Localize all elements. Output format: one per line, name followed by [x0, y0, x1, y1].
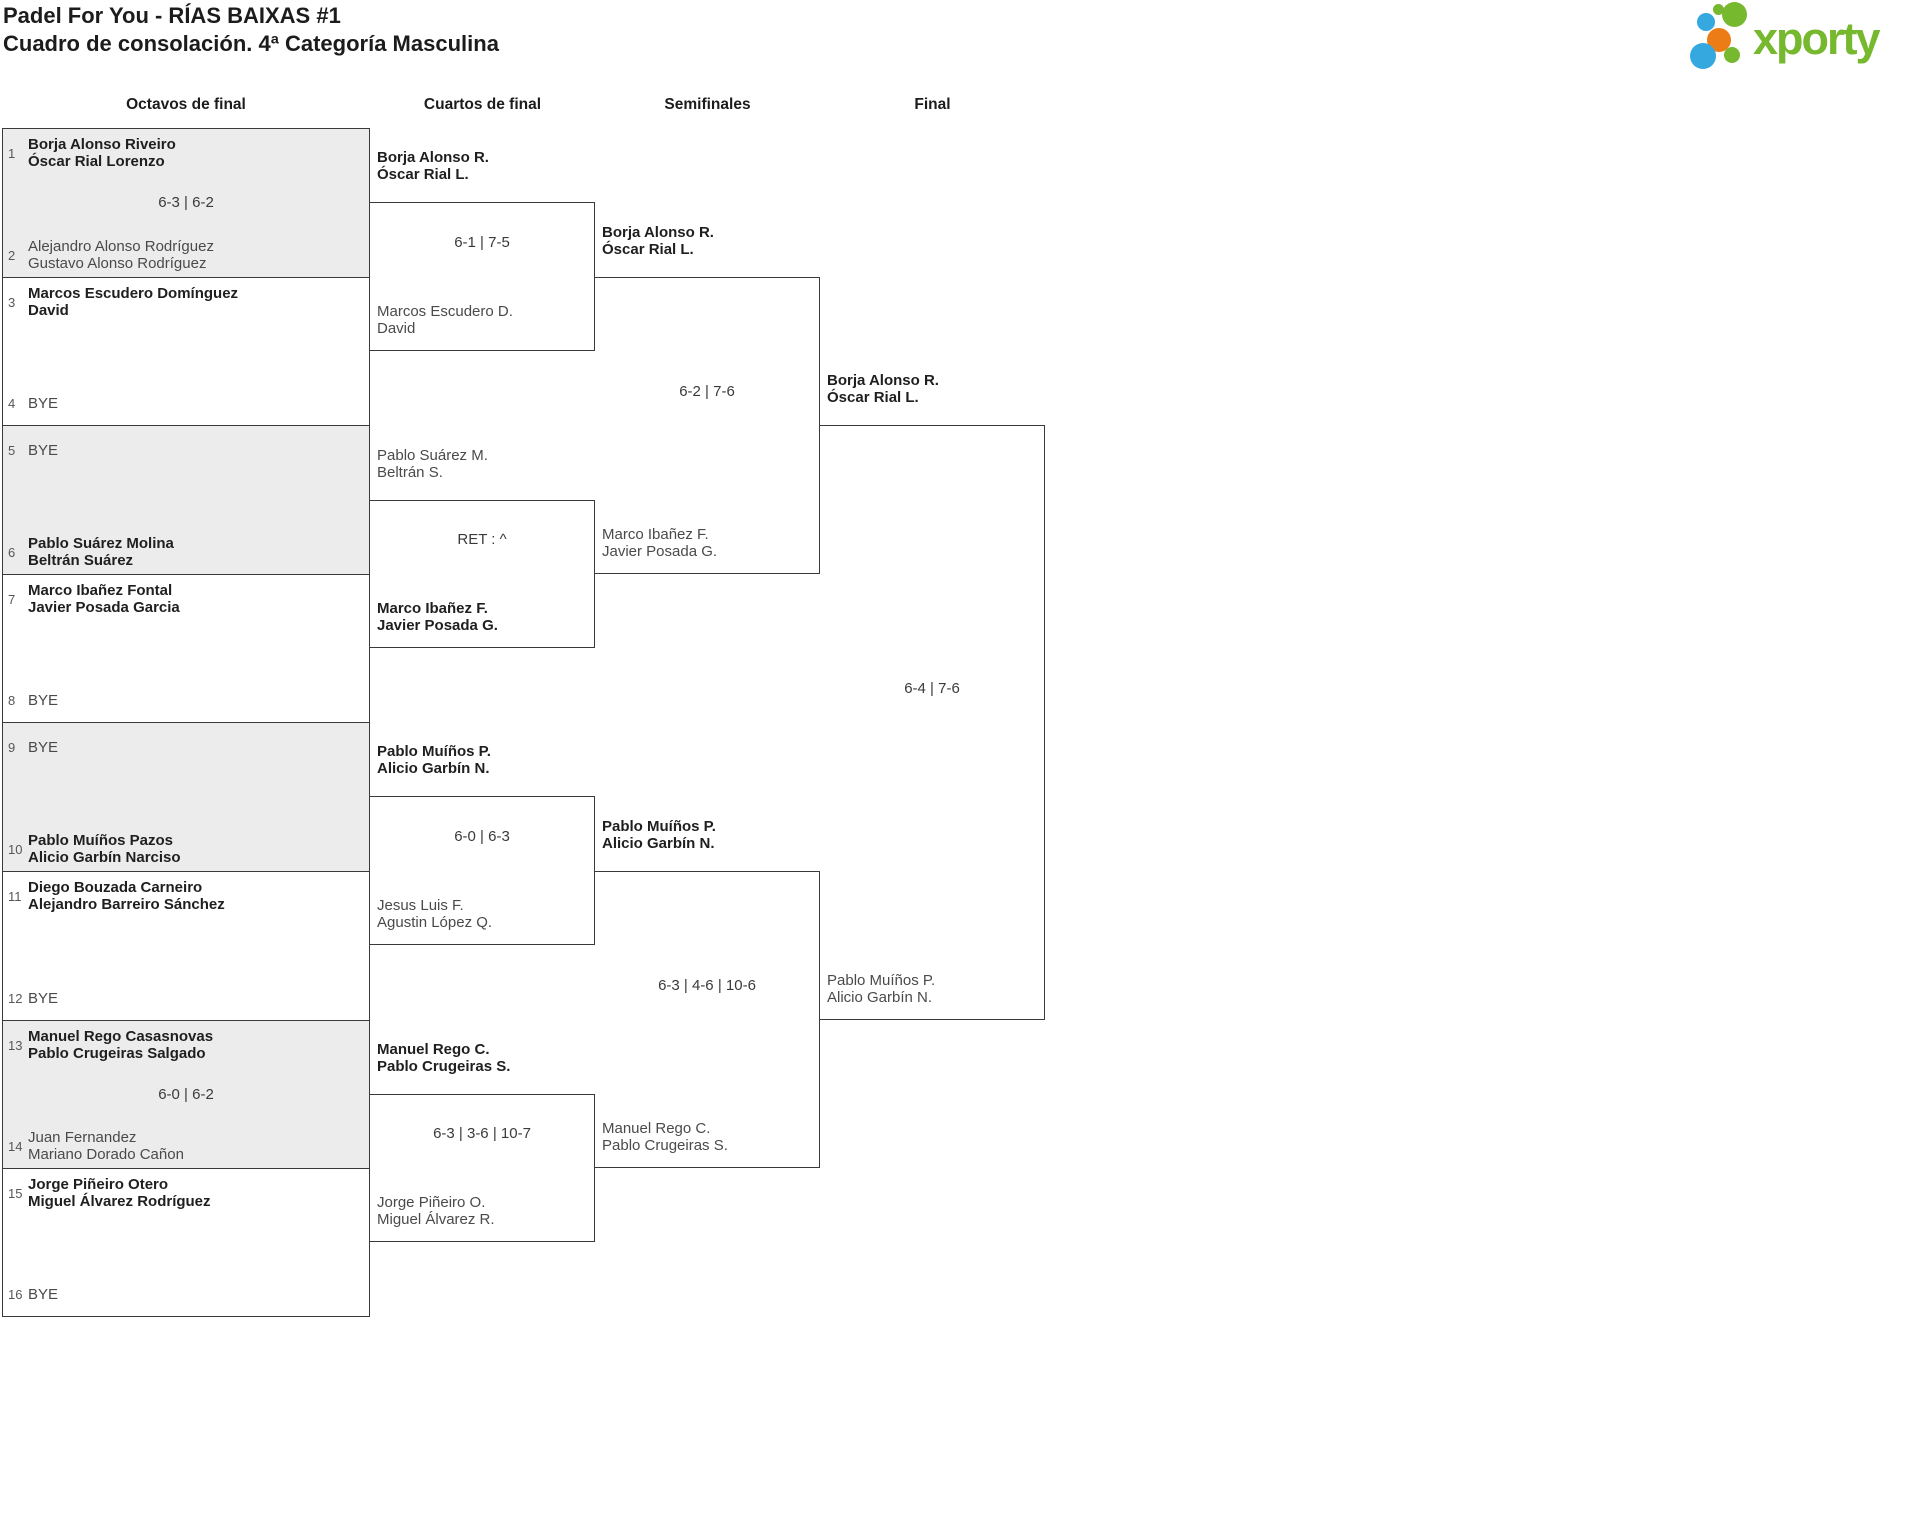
match-score: 6-0 | 6-3 — [454, 827, 510, 845]
team-name: Marco Ibañez Fontal Javier Posada Garcia — [28, 582, 180, 616]
match-score: 6-3 | 3-6 | 10-7 — [433, 1125, 531, 1142]
seed-number: 6 — [8, 544, 16, 560]
seed-number: 16 — [8, 1286, 23, 1302]
team-name: BYE — [28, 441, 59, 459]
match-octavos-7: 13 Manuel Rego Casasnovas Pablo Crugeira… — [2, 1020, 370, 1168]
bracket-slot-6: 6 Pablo Suárez Molina Beltrán Suárez — [3, 534, 369, 570]
match-octavos-5: 9 BYE 10 Pablo Muíños Pazos Alicio Garbí… — [2, 722, 370, 871]
team-name: Marco Ibañez F. Javier Posada G. — [377, 600, 498, 634]
team-name: Manuel Rego C. Pablo Crugeiras S. — [602, 1120, 728, 1154]
match-semifinal-2: Pablo Muíños P. Alicio Garbín N. 6-3 | 4… — [595, 818, 820, 1168]
logo-dot-icon — [1713, 4, 1724, 15]
page-title: Padel For You - RÍAS BAIXAS #1 — [3, 3, 341, 28]
bracket-slot-1: 1 Borja Alonso Riveiro Óscar Rial Lorenz… — [3, 135, 369, 171]
logo-dot-icon — [1722, 2, 1747, 27]
team-name: Pablo Muíños Pazos Alicio Garbín Narciso — [28, 832, 181, 866]
team-name: Borja Alonso R. Óscar Rial L. — [602, 224, 714, 258]
bracket-slot-9: 9 BYE — [3, 729, 369, 765]
bracket-slot-5: 5 BYE — [3, 432, 369, 468]
match-semifinal-1: Borja Alonso R. Óscar Rial L. 6-2 | 7-6 … — [595, 224, 820, 574]
match-octavos-8: 15 Jorge Piñeiro Otero Miguel Álvarez Ro… — [2, 1168, 370, 1317]
team-name: BYE — [28, 989, 59, 1007]
seed-number: 13 — [8, 1037, 23, 1053]
team-name: Marcos Escudero D. David — [377, 303, 513, 337]
team-name: Pablo Muíños P. Alicio Garbín N. — [377, 743, 491, 777]
seed-number: 5 — [8, 442, 16, 458]
match-score: RET : ^ — [457, 531, 507, 548]
team-name: Marcos Escudero Domínguez David — [28, 285, 239, 319]
seed-number: 8 — [8, 692, 16, 708]
team-name: Pablo Muíños P. Alicio Garbín N. — [602, 818, 716, 852]
seed-number: 10 — [8, 841, 23, 857]
logo-dot-icon — [1724, 47, 1740, 63]
team-name: Manuel Rego Casasnovas Pablo Crugeiras S… — [28, 1028, 214, 1062]
match-final: Borja Alonso R. Óscar Rial L. 6-4 | 7-6 … — [820, 372, 1045, 1020]
bracket-slot-7: 7 Marco Ibañez Fontal Javier Posada Garc… — [3, 581, 369, 617]
match-octavos-2: 3 Marcos Escudero Domínguez David 4 BYE — [2, 277, 370, 425]
round-header-octavos: Octavos de final — [126, 96, 246, 113]
match-score: 6-0 | 6-2 — [158, 1085, 214, 1103]
seed-number: 12 — [8, 990, 23, 1006]
seed-number: 15 — [8, 1185, 23, 1201]
team-name: Pablo Suárez Molina Beltrán Suárez — [28, 535, 174, 569]
bracket-slot-16: 16 BYE — [3, 1276, 369, 1312]
seed-number: 1 — [8, 145, 16, 161]
match-score: 6-2 | 7-6 — [679, 382, 735, 400]
seed-number: 11 — [8, 888, 22, 904]
match-cuartos-1: Borja Alonso R. Óscar Rial L. 6-1 | 7-5 … — [370, 149, 595, 351]
logo-dot-icon — [1690, 43, 1716, 69]
seed-number: 3 — [8, 294, 16, 310]
logo-dot-icon — [1697, 13, 1715, 31]
match-octavos-3: 5 BYE 6 Pablo Suárez Molina Beltrán Suár… — [2, 425, 370, 574]
bracket-slot-2: 2 Alejandro Alonso Rodríguez Gustavo Alo… — [3, 237, 369, 273]
team-name: Manuel Rego C. Pablo Crugeiras S. — [377, 1041, 511, 1075]
bracket-slot-4: 4 BYE — [3, 385, 369, 421]
team-name: Jorge Piñeiro O. Miguel Álvarez R. — [377, 1194, 495, 1228]
bracket-slot-8: 8 BYE — [3, 682, 369, 718]
match-score: 6-4 | 7-6 — [904, 679, 960, 697]
round-header-final: Final — [914, 96, 951, 113]
match-octavos-4: 7 Marco Ibañez Fontal Javier Posada Garc… — [2, 574, 370, 722]
match-octavos-6: 11 Diego Bouzada Carneiro Alejandro Barr… — [2, 871, 370, 1020]
team-name: BYE — [28, 394, 59, 412]
round-header-cuartos: Cuartos de final — [423, 96, 542, 113]
logo-wordmark: xporty — [1753, 13, 1881, 64]
team-name: Pablo Muíños P. Alicio Garbín N. — [827, 972, 936, 1006]
team-name: Borja Alonso Riveiro Óscar Rial Lorenzo — [28, 136, 176, 170]
match-cuartos-2: Pablo Suárez M. Beltrán S. RET : ^ Marco… — [370, 447, 595, 648]
match-cuartos-4: Manuel Rego C. Pablo Crugeiras S. 6-3 | … — [370, 1041, 595, 1242]
bracket-slot-10: 10 Pablo Muíños Pazos Alicio Garbín Narc… — [3, 831, 369, 867]
team-name: Marco Ibañez F. Javier Posada G. — [602, 526, 718, 560]
round-header-semifinales: Semifinales — [664, 96, 751, 113]
page-subtitle: Cuadro de consolación. 4ª Categoría Masc… — [3, 30, 499, 56]
seed-number: 14 — [8, 1138, 23, 1154]
team-name: BYE — [28, 738, 59, 756]
bracket-slot-13: 13 Manuel Rego Casasnovas Pablo Crugeira… — [3, 1027, 369, 1063]
team-name: Borja Alonso R. Óscar Rial L. — [377, 149, 489, 183]
page-header: Padel For You - RÍAS BAIXAS #1 Cuadro de… — [3, 2, 499, 57]
team-name: Alejandro Alonso Rodríguez Gustavo Alons… — [28, 238, 214, 272]
match-octavos-1: 1 Borja Alonso Riveiro Óscar Rial Lorenz… — [2, 128, 370, 277]
bracket-slot-15: 15 Jorge Piñeiro Otero Miguel Álvarez Ro… — [3, 1175, 369, 1211]
bracket-slot-3: 3 Marcos Escudero Domínguez David — [3, 284, 369, 320]
team-name: Jesus Luis F. Agustin López Q. — [377, 897, 493, 931]
team-name: Jorge Piñeiro Otero Miguel Álvarez Rodrí… — [28, 1176, 211, 1210]
match-score: 6-1 | 7-5 — [454, 233, 510, 251]
team-name: Diego Bouzada Carneiro Alejandro Barreir… — [28, 879, 225, 913]
team-name: Borja Alonso R. Óscar Rial L. — [827, 372, 939, 406]
bracket-slot-14: 14 Juan Fernandez Mariano Dorado Cañon — [3, 1128, 369, 1164]
seed-number: 7 — [8, 591, 16, 607]
bracket-slot-11: 11 Diego Bouzada Carneiro Alejandro Barr… — [3, 878, 369, 914]
bracket-slot-12: 12 BYE — [3, 980, 369, 1016]
team-name: Juan Fernandez Mariano Dorado Cañon — [28, 1129, 184, 1163]
seed-number: 2 — [8, 247, 16, 263]
team-name: Pablo Suárez M. Beltrán S. — [377, 447, 488, 481]
match-score: 6-3 | 6-2 — [158, 194, 214, 211]
seed-number: 9 — [8, 739, 16, 755]
match-score: 6-3 | 4-6 | 10-6 — [658, 976, 756, 994]
team-name: BYE — [28, 1285, 59, 1303]
seed-number: 4 — [8, 395, 16, 411]
team-name: BYE — [28, 691, 59, 709]
match-cuartos-3: Pablo Muíños P. Alicio Garbín N. 6-0 | 6… — [370, 743, 595, 945]
